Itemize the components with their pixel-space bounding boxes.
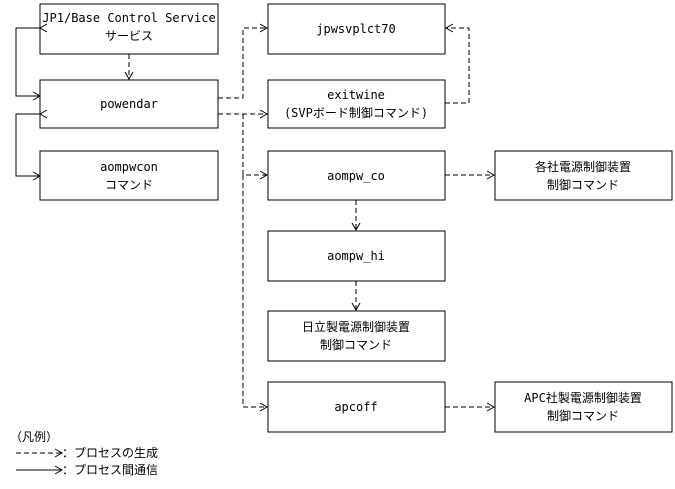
node-jp1: JP1/Base Control Service サービス	[39, 3, 219, 55]
node-exitwine-line1: exitwine	[327, 88, 385, 102]
node-jpwsvplct70-label: jpwsvplct70	[316, 22, 395, 36]
node-powendar: powendar	[39, 79, 219, 129]
node-jpwsvplct70: jpwsvplct70	[267, 3, 446, 55]
node-aompwcon-line1: aompwcon	[100, 160, 158, 174]
node-apc: APC社製電源制御装置 制御コマンド	[494, 381, 673, 433]
node-apcoff: apcoff	[267, 381, 446, 433]
spawn-powendar-aompw_co	[242, 114, 269, 180]
spawn-powendar-jpwsvplct70	[218, 23, 269, 99]
node-jp1-line2: サービス	[105, 29, 153, 43]
node-apc-line1: APC社製電源制御装置	[524, 390, 642, 405]
node-aompw_hi-label: aompw_hi	[327, 249, 385, 263]
node-apc-line2: 制御コマンド	[547, 408, 619, 423]
node-exitwine-line2: (SVPボード制御コマンド)	[284, 105, 428, 120]
legend: （凡例） ：プロセスの生成 ：プロセス間通信	[10, 430, 158, 477]
node-hitachi: 日立製電源制御装置 制御コマンド	[267, 310, 446, 362]
node-kakusha-line1: 各社電源制御装置	[535, 159, 631, 174]
node-hitachi-line1: 日立製電源制御装置	[302, 319, 410, 334]
legend-comm-label: ：プロセス間通信	[62, 463, 158, 477]
node-apcoff-label: apcoff	[334, 400, 377, 414]
node-aompw_co-label: aompw_co	[327, 169, 385, 183]
node-aompw_hi: aompw_hi	[267, 230, 446, 282]
node-jp1-line1: JP1/Base Control Service	[42, 11, 215, 25]
node-hitachi-line2: 制御コマンド	[320, 337, 392, 352]
spawn-exitwine-jpwsvplct70	[444, 23, 470, 104]
legend-spawn-label: ：プロセスの生成	[62, 446, 158, 460]
comm-powendar-aompwcon	[15, 109, 48, 181]
comm-jp1-powendar	[15, 23, 48, 101]
node-kakusha: 各社電源制御装置 制御コマンド	[494, 150, 673, 201]
node-powendar-label: powendar	[100, 97, 158, 111]
spawn-powendar-apcoff	[242, 175, 269, 412]
node-aompw_co: aompw_co	[267, 150, 446, 201]
node-aompwcon-line2: コマンド	[105, 178, 153, 192]
node-aompwcon: aompwcon コマンド	[39, 150, 219, 201]
node-exitwine: exitwine (SVPボード制御コマンド)	[267, 79, 446, 129]
legend-title: （凡例）	[10, 430, 58, 444]
node-kakusha-line2: 制御コマンド	[547, 177, 619, 192]
